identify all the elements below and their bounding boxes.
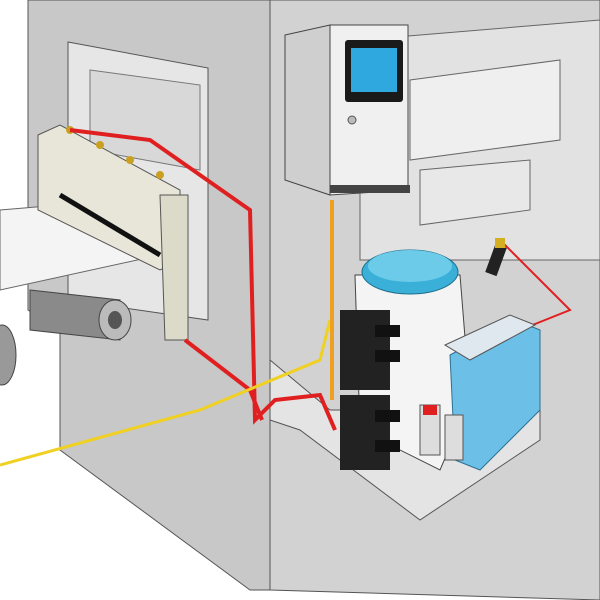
spray-nozzle-icon [485,238,507,277]
solenoid-valve-bank-icon [443,314,541,471]
air-filter-regulator-icon [419,404,464,461]
spray-bar-icon [37,124,189,341]
control-cabinet-icon [284,24,410,196]
roller-icon [0,289,132,386]
cable-yellow [0,319,332,467]
pump-block-icon [340,310,400,470]
cable-red-nozzle [499,239,572,331]
cable-red [69,128,337,431]
